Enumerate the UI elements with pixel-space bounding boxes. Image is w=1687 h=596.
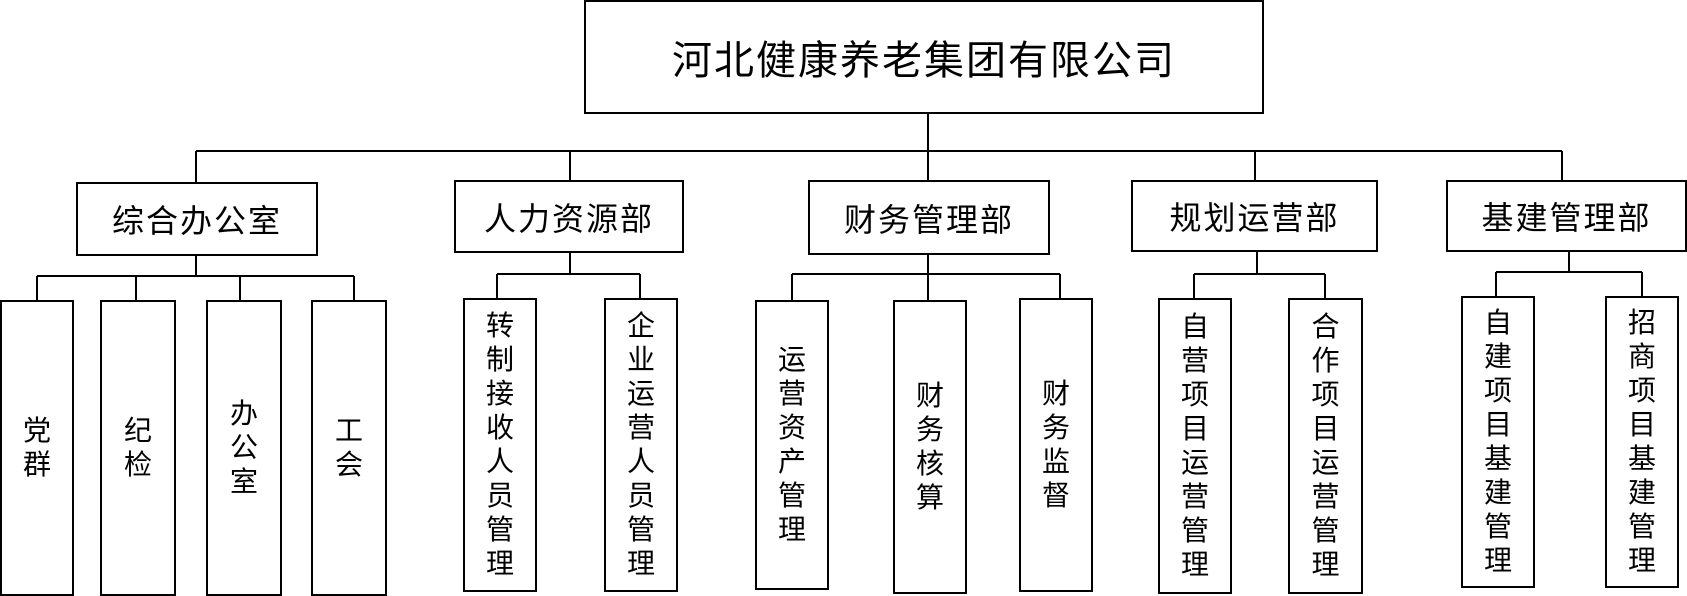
- unit-node: 合作项目运营管理: [1288, 298, 1363, 594]
- unit-node: 党群: [0, 300, 74, 596]
- dept-node-construction: 基建管理部: [1446, 180, 1687, 252]
- unit-label: 纪检: [123, 414, 152, 481]
- dept-label: 财务管理部: [843, 200, 1014, 239]
- dept-node-general-office: 综合办公室: [76, 182, 318, 256]
- unit-label: 财务核算: [915, 379, 944, 514]
- unit-node: 办公室: [206, 300, 282, 596]
- unit-label: 运营资产管理: [777, 343, 806, 546]
- dept-label: 综合办公室: [111, 202, 282, 240]
- dept-label: 规划运营部: [1169, 199, 1340, 237]
- unit-node: 招商项目基建管理: [1605, 296, 1679, 588]
- unit-node: 财务核算: [893, 300, 967, 594]
- unit-label: 党群: [22, 414, 51, 481]
- unit-label: 办公室: [229, 397, 258, 498]
- unit-node: 纪检: [100, 300, 176, 596]
- unit-label: 自营项目运营管理: [1180, 310, 1209, 581]
- root-label: 河北健康养老集团有限公司: [672, 38, 1176, 84]
- dept-label: 基建管理部: [1481, 199, 1652, 237]
- unit-label: 企业运营人员管理: [626, 309, 655, 580]
- dept-node-finance: 财务管理部: [808, 180, 1050, 255]
- unit-node: 企业运营人员管理: [604, 298, 678, 592]
- unit-label: 自建项目基建管理: [1483, 306, 1512, 577]
- root-node: 河北健康养老集团有限公司: [584, 0, 1264, 114]
- unit-label: 财务监督: [1041, 377, 1070, 512]
- unit-node: 转制接收人员管理: [463, 298, 537, 592]
- dept-node-planning-operations: 规划运营部: [1131, 180, 1378, 252]
- unit-label: 转制接收人员管理: [485, 309, 514, 580]
- dept-node-hr: 人力资源部: [454, 180, 684, 253]
- unit-node: 运营资产管理: [755, 300, 829, 590]
- unit-node: 自建项目基建管理: [1461, 296, 1535, 588]
- unit-node: 自营项目运营管理: [1158, 298, 1232, 594]
- unit-node: 财务监督: [1019, 298, 1093, 592]
- unit-node: 工会: [311, 300, 387, 596]
- unit-label: 工会: [334, 414, 363, 481]
- dept-label: 人力资源部: [483, 199, 654, 238]
- unit-label: 合作项目运营管理: [1311, 310, 1340, 581]
- unit-label: 招商项目基建管理: [1627, 306, 1656, 577]
